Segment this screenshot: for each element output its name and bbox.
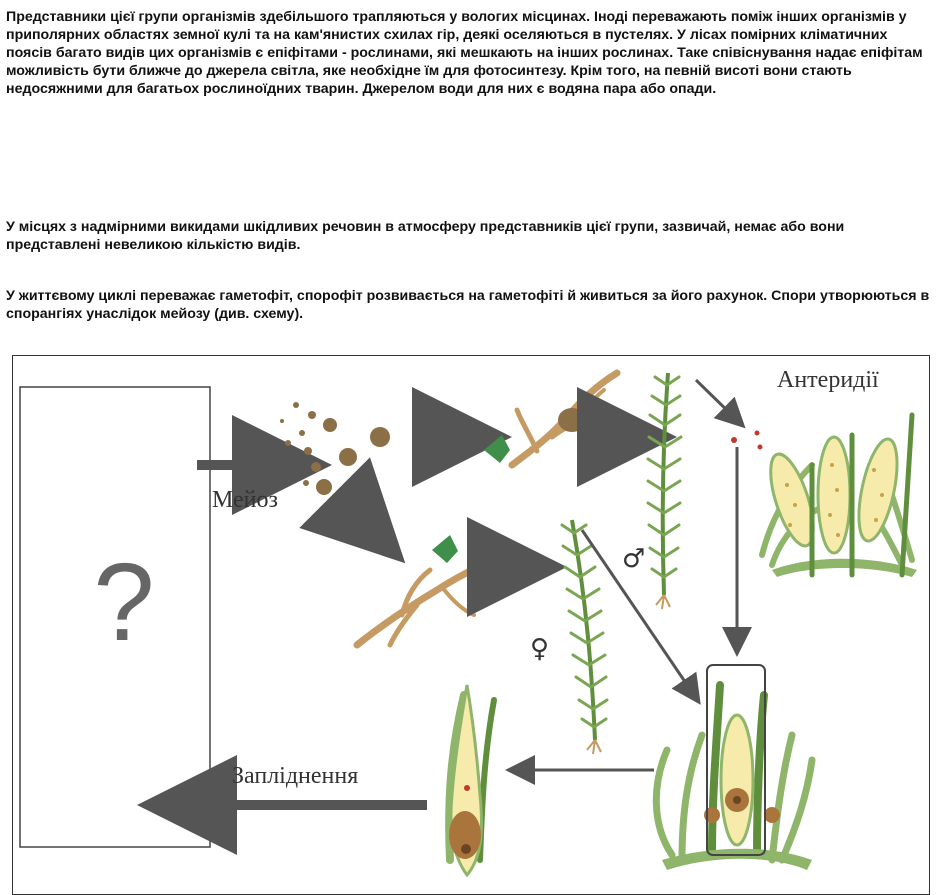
- unknown-stage-mark: ?: [93, 541, 154, 664]
- life-cycle-paragraph: У життєвому циклі переважає гаметофіт, с…: [6, 288, 930, 322]
- antheridia-label: Антеридії: [777, 367, 879, 393]
- arrow-to-antheridia: [694, 378, 746, 429]
- pollution-paragraph: У місцях з надмірними викидами шкідливих…: [6, 219, 845, 253]
- moss-life-cycle-diagram: ? Мейоз: [12, 355, 930, 895]
- developing-sporophyte: [445, 684, 497, 878]
- arrow-female-to-sporophyte: [580, 529, 701, 705]
- sperm-cells: [731, 430, 763, 450]
- intro-paragraph: Представники цієї групи організмів здебі…: [6, 9, 923, 97]
- sporophyte-cluster: [652, 681, 816, 870]
- female-symbol: ♀: [530, 634, 549, 664]
- arrow-to-female-protonema: [299, 457, 406, 564]
- female-gametophyte: [560, 519, 609, 755]
- archegonium-highlight-box: [706, 664, 766, 856]
- meiosis-label: Мейоз: [212, 487, 278, 513]
- fertilization-label: Запліднення: [232, 763, 358, 789]
- male-gametophyte: [646, 372, 683, 610]
- male-symbol: ♂: [622, 544, 645, 574]
- antheridia-cluster: [759, 412, 917, 578]
